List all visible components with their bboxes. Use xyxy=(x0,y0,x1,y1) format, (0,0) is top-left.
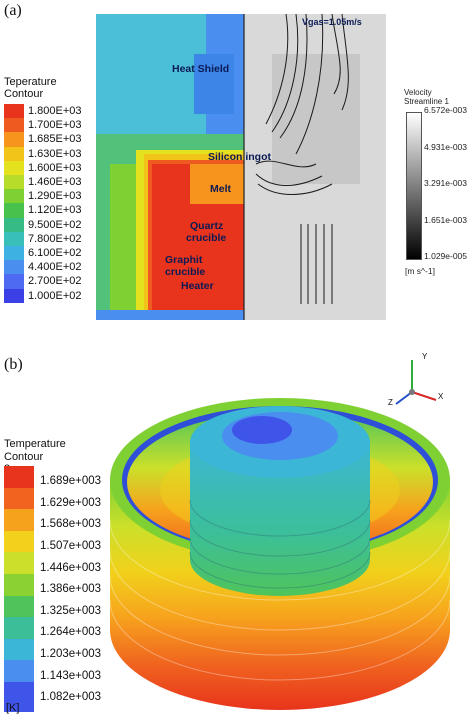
velocity-tick-label: 4.931e-003 xyxy=(424,141,468,152)
axis-y-label: Y xyxy=(422,352,428,361)
legend-b-swatch xyxy=(4,682,34,713)
legend-a-swatch xyxy=(4,132,24,147)
legend-a-value: 1.290E+03 xyxy=(28,190,82,203)
legend-a-value: 1.120E+03 xyxy=(28,204,82,217)
legend-b-unit: [K] xyxy=(6,702,20,714)
velocity-tick-label: 6.572e-003 xyxy=(424,105,468,115)
panel-a-simulation-image xyxy=(96,14,386,320)
legend-a-swatch xyxy=(4,175,24,190)
legend-a-row: 1.120E+03 xyxy=(4,203,82,218)
legend-a-swatch xyxy=(4,217,24,232)
legend-b-value: 1.507e+003 xyxy=(40,539,102,552)
legend-a-value: 4.400E+02 xyxy=(28,261,82,274)
label-heat-shield: Heat Shield xyxy=(172,63,230,75)
label-graphite-line2: crucible xyxy=(165,266,206,278)
legend-b-title-line1: Temperature xyxy=(4,438,66,450)
legend-a-value: 1.700E+03 xyxy=(28,119,82,132)
velocity-tick-label: 1.651e-003 xyxy=(424,214,468,225)
legend-a-value: 1.000E+02 xyxy=(28,289,82,302)
legend-a-row: 1.685E+03 xyxy=(4,132,82,147)
panel-a-label: (a) xyxy=(4,2,22,19)
panel-b-3d-render xyxy=(109,398,451,710)
label-quartz-line2: crucible xyxy=(186,232,227,244)
legend-a-swatch xyxy=(4,231,24,246)
legend-a-value: 1.460E+03 xyxy=(28,176,82,189)
legend-a-row: 1.800E+03 xyxy=(4,104,82,119)
legend-a-row: 6.100E+02 xyxy=(4,246,82,261)
velocity-tick-label: 1.029e-005 xyxy=(424,251,468,261)
label-heater: Heater xyxy=(181,280,214,292)
legend-b-value: 1.568e+003 xyxy=(40,518,102,531)
legend-a-value: 9.500E+02 xyxy=(28,218,82,231)
legend-a-value: 7.800E+02 xyxy=(28,232,82,245)
axis-z-label: Z xyxy=(388,398,393,407)
label-graphite-line1: Graphit xyxy=(165,254,203,266)
legend-a-value: 1.600E+03 xyxy=(28,161,82,174)
legend-a-swatch xyxy=(4,118,24,133)
legend-b-row: 1.082e+003 xyxy=(4,682,102,713)
legend-a-swatch xyxy=(4,160,24,175)
panel-b-label: (b) xyxy=(4,356,23,373)
legend-a-value: 1.630E+03 xyxy=(28,147,82,160)
legend-a-value: 1.685E+03 xyxy=(28,133,82,146)
legend-a-row: 4.400E+02 xyxy=(4,260,82,275)
legend-a-row: 1.600E+03 xyxy=(4,160,82,175)
legend-b-value: 1.629e+003 xyxy=(40,496,102,509)
legend-a-swatch xyxy=(4,288,24,303)
velocity-colorbar xyxy=(406,112,422,260)
legend-b-value: 1.264e+003 xyxy=(40,626,102,639)
legend-a-row: 1.630E+03 xyxy=(4,146,82,161)
legend-b-value: 1.143e+003 xyxy=(40,669,102,682)
legend-a-swatch xyxy=(4,246,24,261)
legend-b-value: 1.689e+003 xyxy=(40,475,102,488)
label-silicon-ingot: Silicon ingot xyxy=(208,151,271,163)
label-vgas: Vgas=1.05m/s xyxy=(302,17,362,27)
legend-a-swatch xyxy=(4,274,24,289)
legend-a-swatch xyxy=(4,104,24,119)
legend-a-swatch xyxy=(4,189,24,204)
velocity-legend-title-line2: Streamline 1 xyxy=(404,97,449,106)
label-quartz-line1: Quartz xyxy=(190,220,224,232)
velocity-legend-title-line1: Velocity xyxy=(404,88,432,97)
legend-a-row: 9.500E+02 xyxy=(4,217,82,232)
axis-triad-icon xyxy=(395,360,437,405)
legend-b-value: 1.325e+003 xyxy=(40,604,102,617)
velocity-legend-unit: [m s^-1] xyxy=(405,266,435,276)
legend-a-row: 7.800E+02 xyxy=(4,231,82,246)
legend-a-title-line2: Contour xyxy=(4,88,44,100)
legend-b-value: 1.446e+003 xyxy=(40,561,102,574)
legend-a-swatch xyxy=(4,146,24,161)
legend-a-swatch xyxy=(4,203,24,218)
legend-a-row: 1.460E+03 xyxy=(4,175,82,190)
legend-a-row: 2.700E+02 xyxy=(4,274,82,289)
label-melt: Melt xyxy=(210,183,231,195)
legend-a-value: 2.700E+02 xyxy=(28,275,82,288)
legend-a-row: 1.290E+03 xyxy=(4,189,82,204)
velocity-tick-label: 3.291e-003 xyxy=(424,178,468,188)
axis-x-label: X xyxy=(438,392,444,401)
legend-b-value: 1.082e+003 xyxy=(40,691,102,704)
legend-a-title-line1: Teperature xyxy=(4,76,57,88)
legend-b-value: 1.386e+003 xyxy=(40,583,102,596)
legend-a-row: 1.700E+03 xyxy=(4,118,82,133)
legend-a-row: 1.000E+02 xyxy=(4,288,82,303)
legend-a-value: 6.100E+02 xyxy=(28,247,82,260)
legend-a-swatch xyxy=(4,260,24,275)
legend-b-value: 1.203e+003 xyxy=(40,647,102,660)
legend-a-value: 1.800E+03 xyxy=(28,105,82,118)
